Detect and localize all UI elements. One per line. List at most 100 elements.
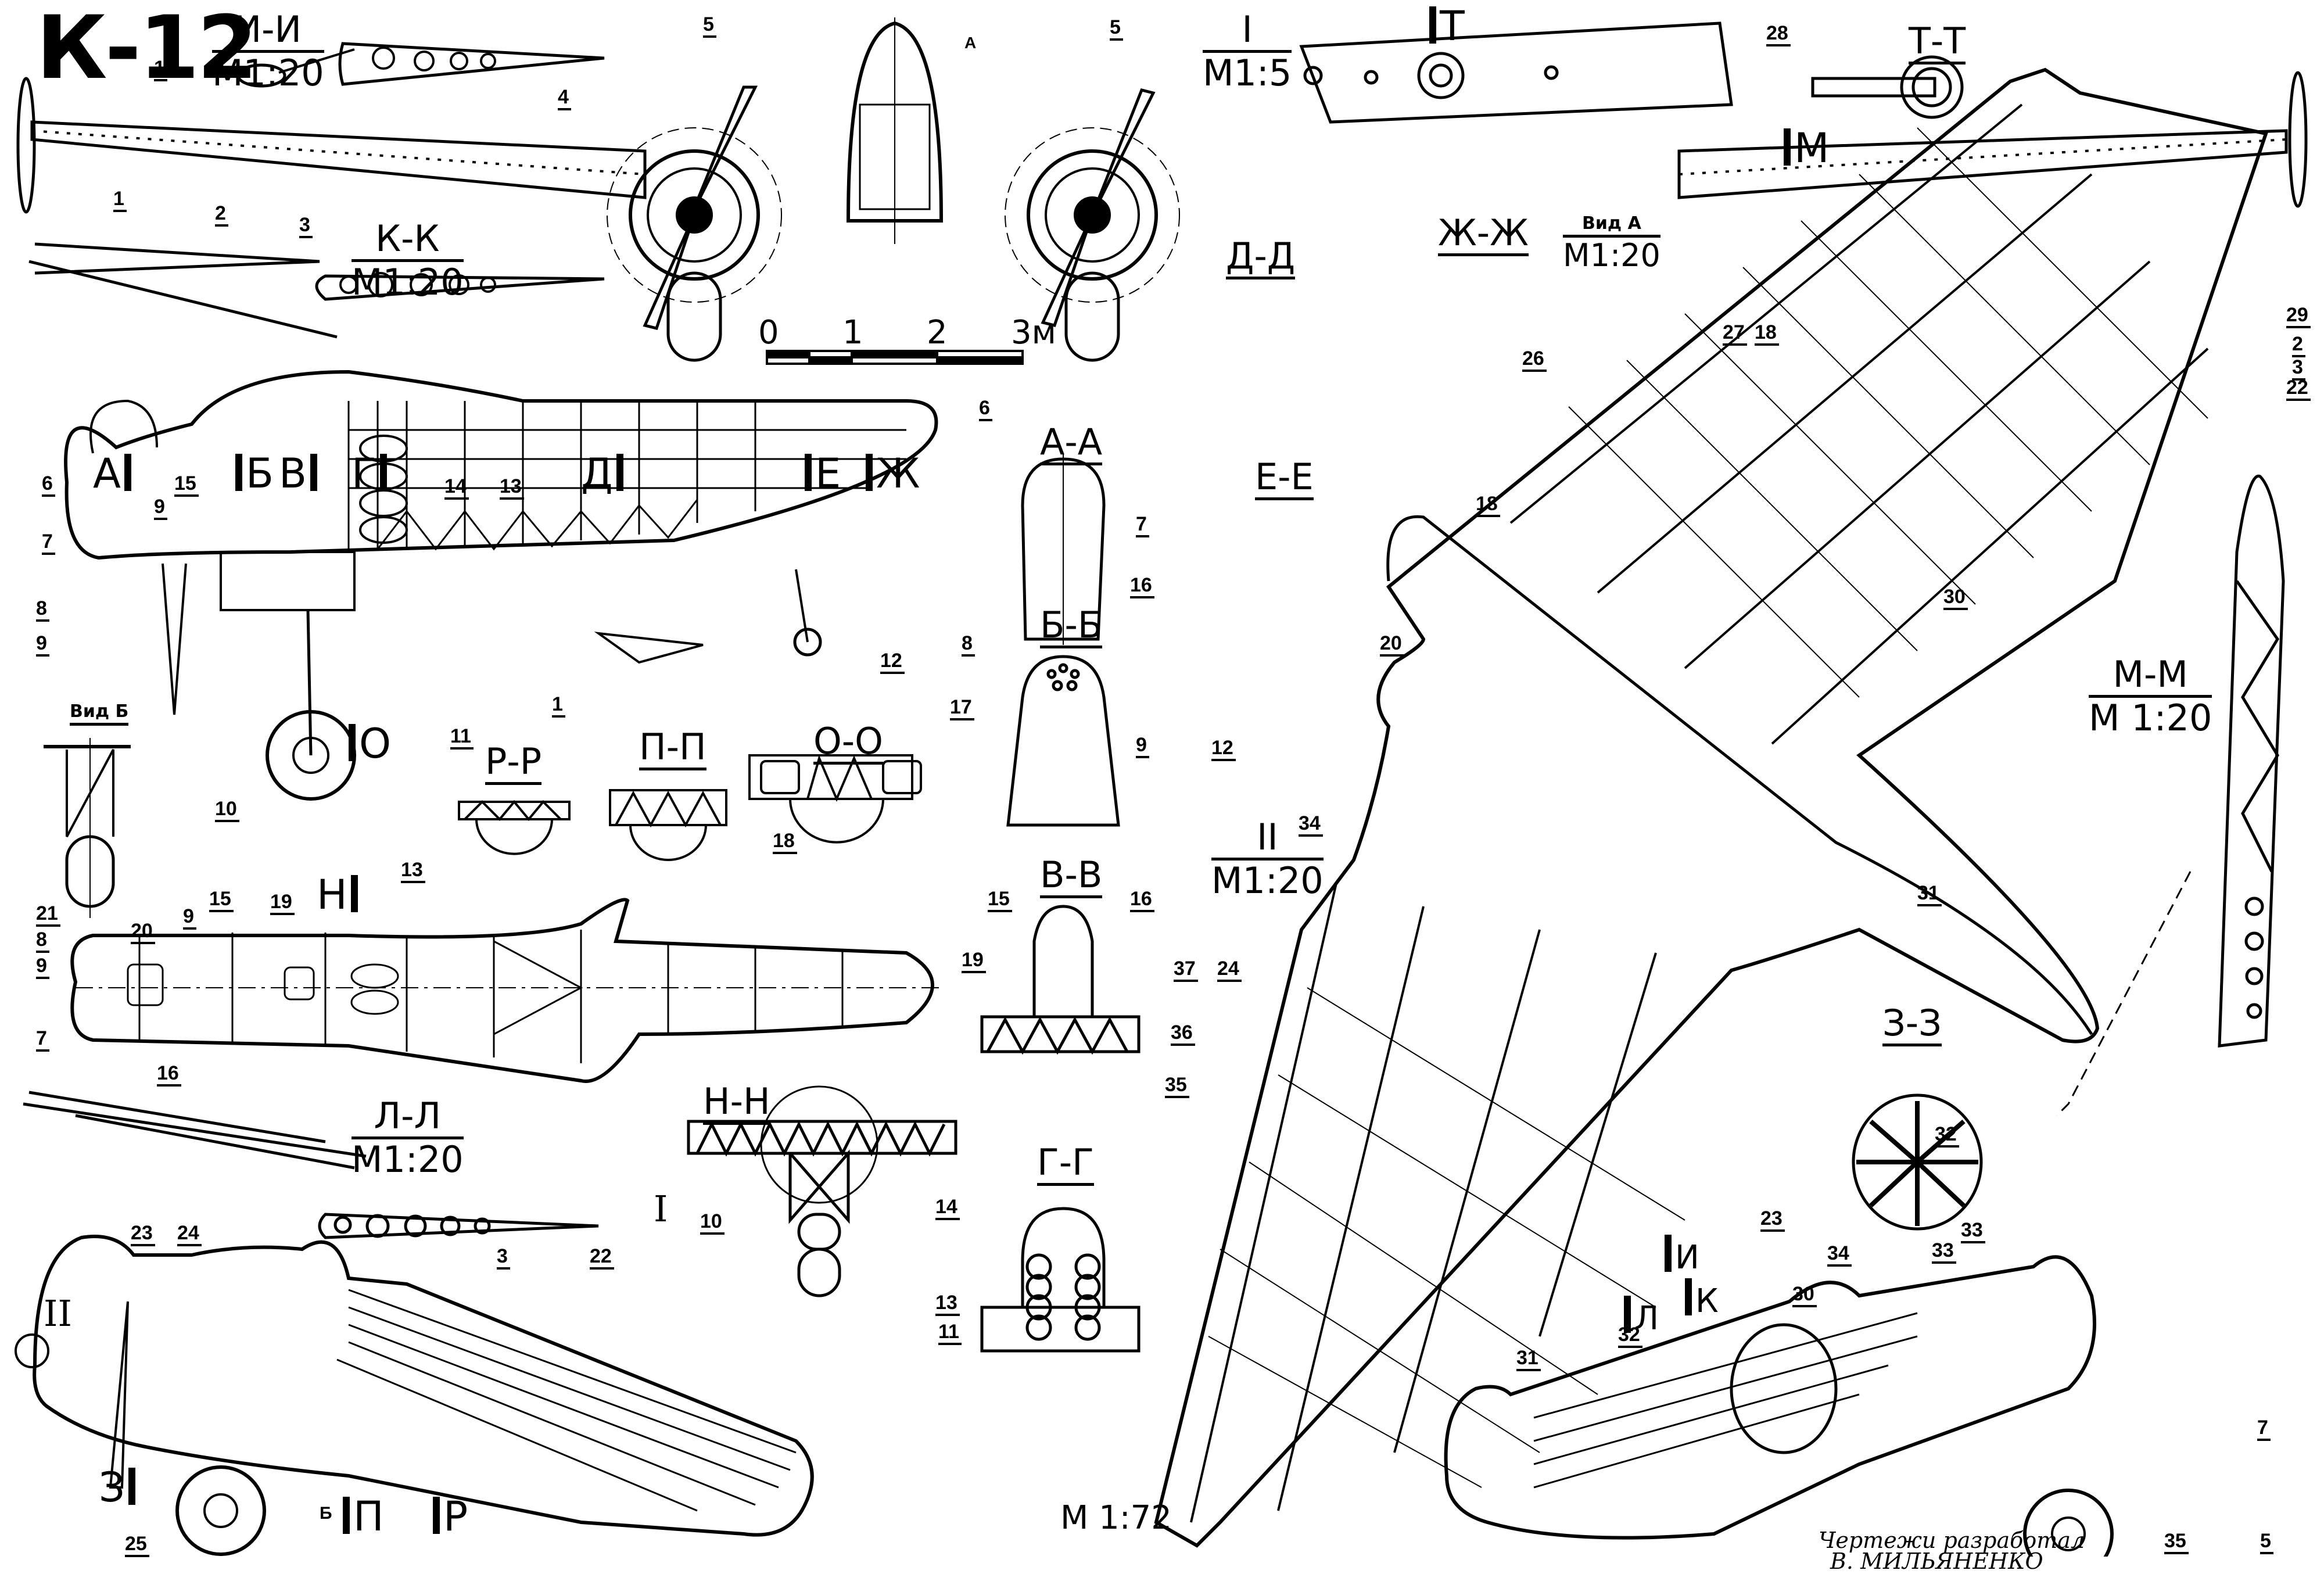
section-label-rr: Р-Р: [485, 744, 542, 785]
arrow-a-label: А: [964, 34, 977, 52]
section-title: Т-Т: [1909, 23, 1966, 64]
callout: 6: [979, 398, 992, 421]
section-gg: [980, 1207, 1141, 1353]
cut-mark-z: З: [99, 1467, 135, 1508]
callout: 19: [270, 892, 295, 915]
section-title: О-О: [813, 723, 883, 765]
section-tt: [1811, 55, 1964, 119]
section-mm: [2056, 474, 2285, 1117]
callout: 23: [1760, 1209, 1785, 1232]
credit-line-1: Чертежи разработал: [1819, 1528, 2085, 1553]
callout: 28: [1766, 23, 1791, 46]
callout: 8: [36, 598, 49, 622]
callout: 11: [938, 1322, 962, 1345]
section-title: К-К: [352, 221, 464, 262]
callout: 25: [125, 1534, 149, 1557]
credit-line-2: В. МИЛЬЯНЕНКО: [1830, 1548, 2043, 1574]
callout: 4: [558, 87, 571, 110]
callout: 8: [962, 633, 975, 657]
callout: 21: [36, 903, 60, 927]
callout: 7: [42, 532, 55, 555]
callout: 1: [552, 694, 565, 718]
callout: 10: [215, 799, 239, 822]
view-b-gear: [44, 738, 131, 918]
callout: 14: [444, 476, 469, 500]
cut-mark-e: Е: [805, 453, 841, 494]
callout: 34: [1827, 1243, 1852, 1267]
section-title: П-П: [639, 729, 706, 770]
section-title: А-А: [1040, 424, 1103, 465]
section-scale: М1:20: [1563, 237, 1660, 274]
front-view: [16, 17, 2308, 365]
callout: 10: [700, 1211, 725, 1235]
callout: 22: [590, 1246, 614, 1270]
section-scale: М1:5: [1203, 52, 1292, 94]
callout: 16: [1130, 889, 1154, 912]
callout: 6: [42, 474, 55, 497]
side-view-fuselage: [64, 370, 938, 801]
iso-left-wheel: [175, 1465, 266, 1556]
section-label-zhzh: Ж-Ж: [1438, 215, 1529, 256]
callout: 30: [1792, 1284, 1817, 1307]
callout: 1: [113, 189, 127, 212]
callout: 8: [36, 930, 49, 953]
section-label-aa: А-А: [1040, 424, 1103, 465]
cut-mark-r: Р: [433, 1496, 468, 1537]
callout: 18: [1755, 322, 1779, 346]
callout: 16: [1130, 575, 1154, 598]
section-scale: М1:20: [212, 52, 324, 94]
section-rr: [458, 799, 571, 855]
section-label-tt: Т-Т: [1909, 23, 1966, 64]
section-oo: [748, 754, 922, 844]
callout: 15: [174, 474, 199, 497]
section-title: Б-Б: [1040, 607, 1103, 648]
section-pp: [609, 789, 727, 861]
section-title: Г-Г: [1037, 1145, 1094, 1186]
cut-mark-v: В: [279, 453, 317, 494]
section-bb: [1006, 655, 1120, 827]
section-scale: М1:20: [352, 1138, 464, 1181]
callout: 31: [1917, 883, 1942, 906]
section-scale: М1:20: [1211, 859, 1324, 902]
callout: 33: [1961, 1220, 1985, 1243]
scale-tick-2: 2: [927, 314, 948, 352]
callout: 27: [1723, 322, 1747, 346]
callout: 29: [2286, 305, 2311, 328]
section-title: I: [1203, 12, 1292, 53]
arrow-b-label: Б: [320, 1504, 332, 1523]
section-vv: [980, 905, 1141, 1055]
callout: 9: [154, 497, 167, 520]
plan-view-aircraft: [1154, 67, 2268, 1548]
section-title: Вид Б: [70, 703, 129, 726]
detail-mark-i: I: [654, 1188, 668, 1230]
cut-mark-o: О: [349, 723, 391, 764]
left-engine: [607, 85, 782, 362]
section-aa: [1021, 453, 1106, 645]
scale-tick-3: 3м: [1011, 314, 1056, 352]
callout: 18: [773, 831, 797, 854]
plan-view-fuselage: [70, 898, 941, 1083]
iso-view-right: [1444, 1255, 2114, 1557]
cut-mark-m: М: [1784, 128, 1829, 168]
callout: 18: [1476, 494, 1500, 517]
callout: 3: [299, 215, 313, 238]
section-title: Ж-Ж: [1438, 215, 1529, 256]
section-label-dd: Д-Д: [1226, 238, 1296, 279]
main-scale: М 1:72: [1060, 1499, 1172, 1537]
callout: 20: [131, 921, 155, 944]
callout: 15: [988, 889, 1012, 912]
scale-tick-1: 1: [842, 314, 863, 352]
callout: 13: [500, 476, 524, 500]
callout: 37: [1174, 959, 1198, 982]
section-title: З-З: [1882, 1005, 1942, 1046]
callout: 23: [131, 1223, 155, 1246]
section-label-gg: Г-Г: [1037, 1145, 1094, 1186]
callout: 7: [1136, 514, 1149, 537]
cut-mark-t: Т: [1429, 6, 1465, 46]
callout: 15: [209, 889, 234, 912]
callout: 3: [2292, 357, 2305, 381]
detail-mark-ii: II: [44, 1292, 72, 1335]
callout: 16: [157, 1063, 181, 1087]
